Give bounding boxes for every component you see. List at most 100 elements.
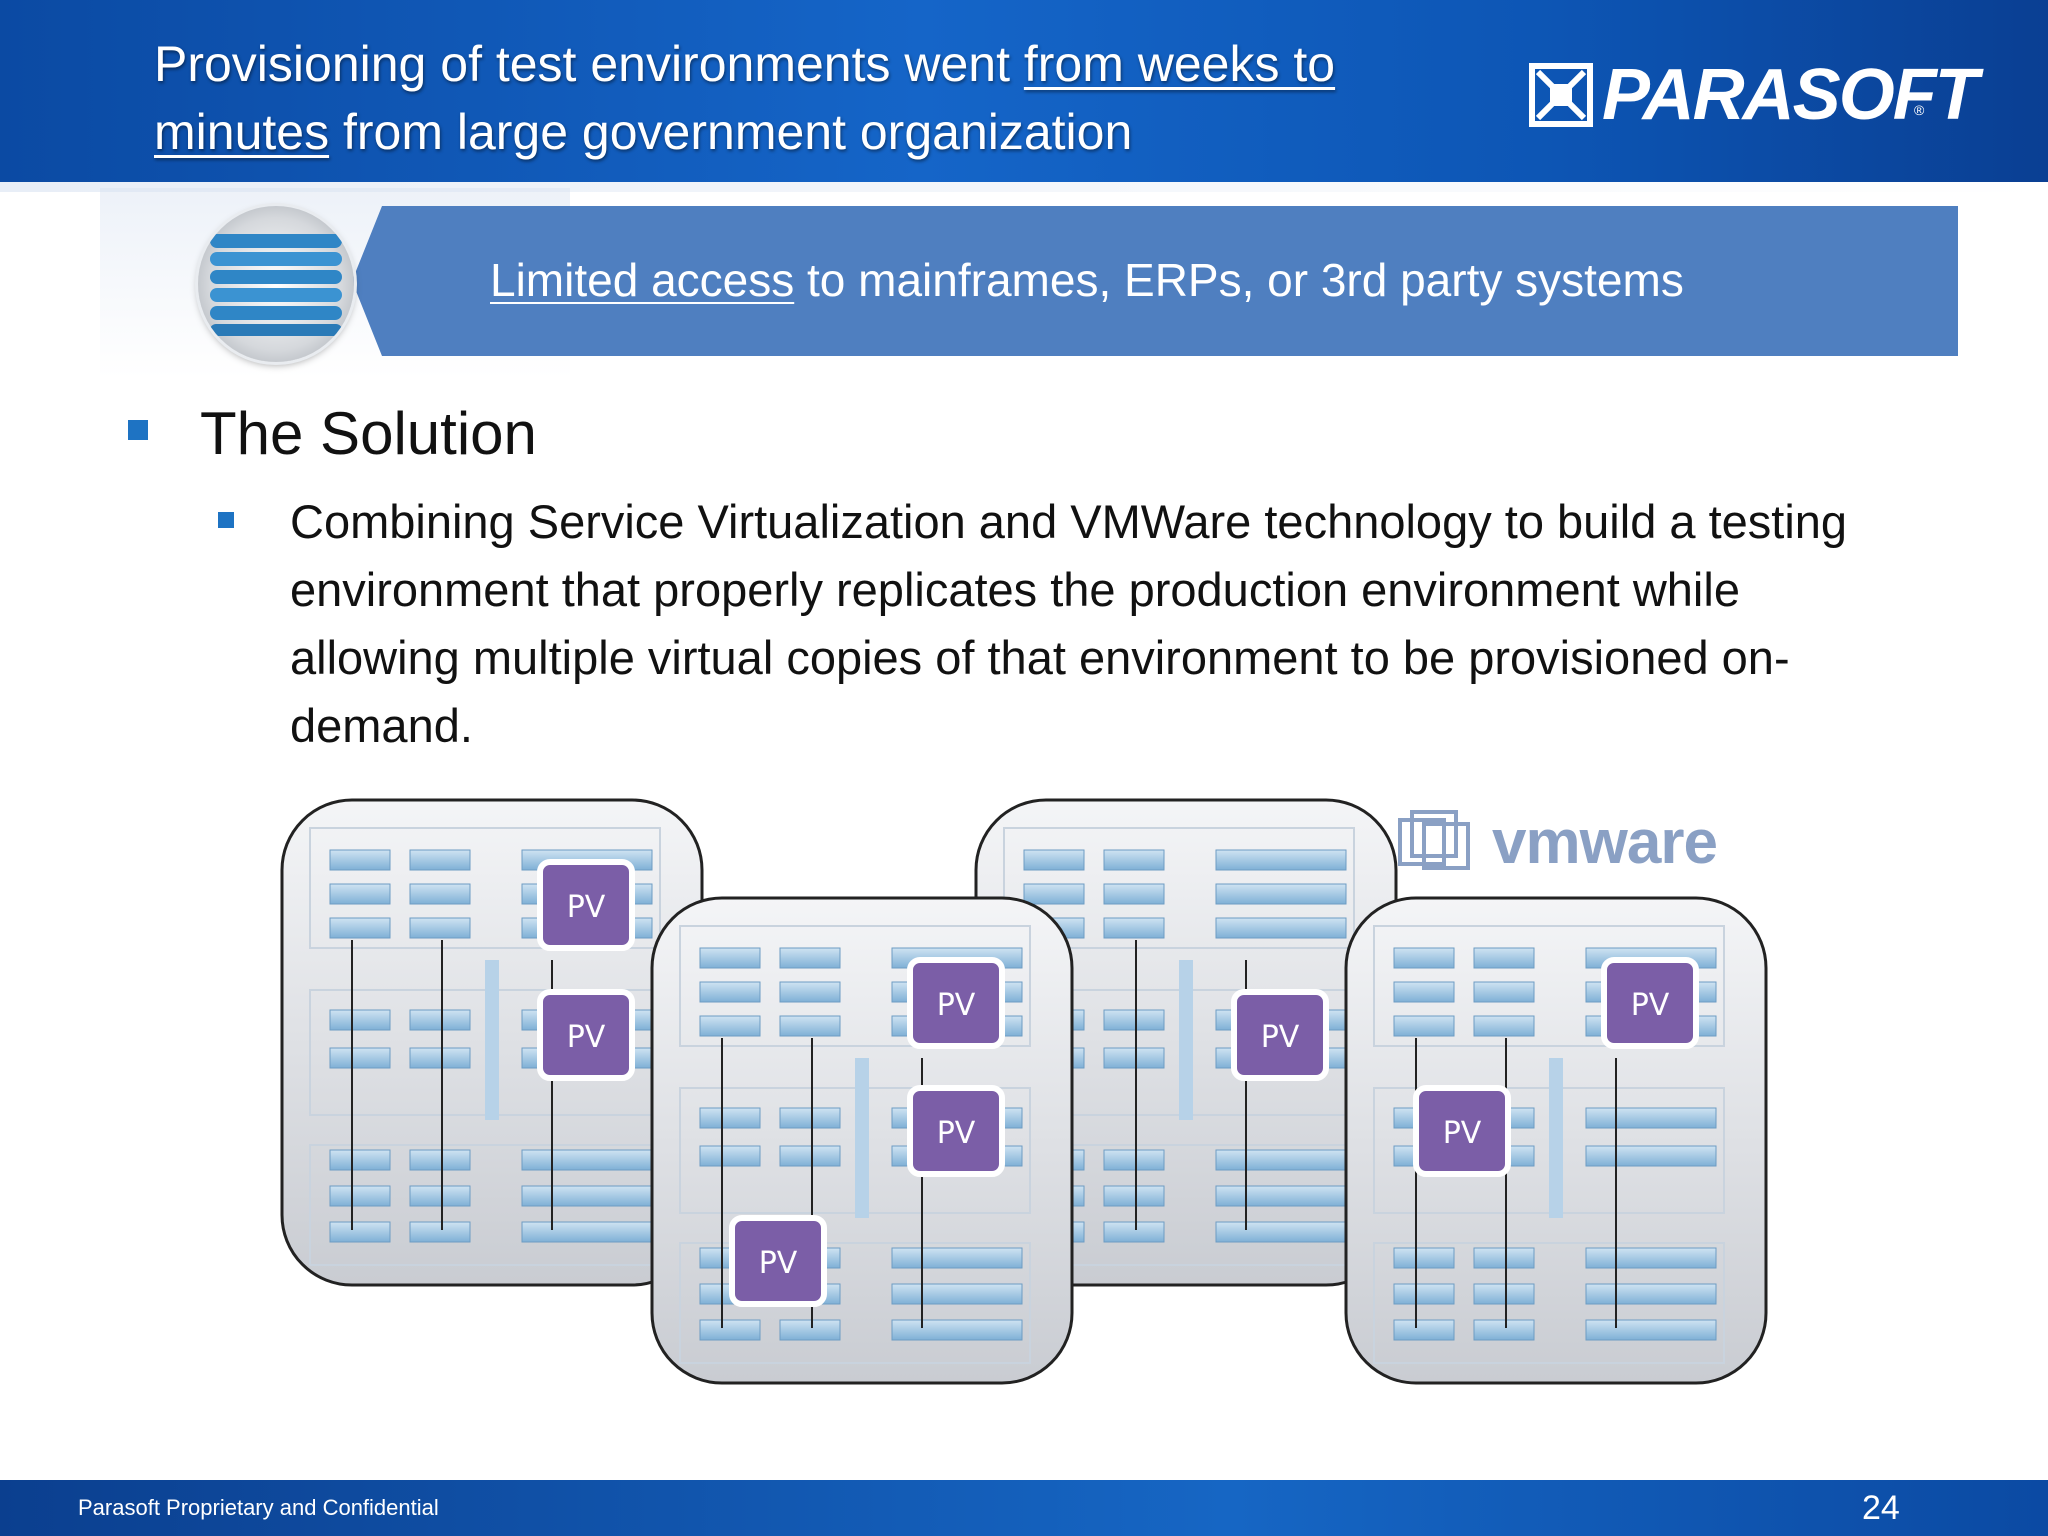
pv-label: PV <box>567 890 606 925</box>
component-box <box>1103 917 1165 939</box>
component-box <box>699 1107 761 1129</box>
header-bar <box>0 0 2048 188</box>
component-box <box>409 1221 471 1243</box>
component-box <box>409 1149 471 1171</box>
pv-label: PV <box>567 1020 606 1055</box>
component-box <box>409 849 471 871</box>
component-box <box>1473 1247 1535 1269</box>
server-panel: PV PV <box>280 798 704 1287</box>
pv-badge <box>907 1085 1005 1177</box>
bullet-square-icon <box>128 420 148 440</box>
component-box <box>1103 1149 1165 1171</box>
component-box <box>329 883 391 905</box>
component-box <box>329 1221 391 1243</box>
logo-text: PARASOFT <box>1602 55 1979 135</box>
parasoft-logo-icon <box>1529 63 1593 127</box>
server-panel: PV PV PV <box>650 896 1074 1385</box>
component-box <box>1393 1247 1455 1269</box>
component-box <box>1393 1283 1455 1305</box>
component-box <box>1215 849 1347 871</box>
component-box <box>1023 883 1085 905</box>
sub-bullet-square-icon <box>218 512 234 528</box>
challenge-banner <box>352 206 1958 356</box>
component-box <box>1473 1283 1535 1305</box>
component-box <box>329 1185 391 1207</box>
pv-label: PV <box>937 988 976 1023</box>
component-box <box>409 1185 471 1207</box>
pv-badge <box>907 957 1005 1049</box>
component-box <box>1473 981 1535 1003</box>
pv-badge <box>537 989 635 1081</box>
component-box <box>891 1319 1023 1341</box>
component-box <box>779 1319 841 1341</box>
pv-badge <box>1413 1085 1511 1177</box>
component-box <box>329 1009 391 1031</box>
component-box <box>1103 849 1165 871</box>
component-box <box>779 1107 841 1129</box>
component-box <box>1473 947 1535 969</box>
component-box <box>699 1015 761 1037</box>
title-underlined: from weeks to minutes <box>154 36 1336 160</box>
component-box <box>699 1145 761 1167</box>
server-panel: PV PV <box>1344 896 1768 1385</box>
disk-stack-icon <box>210 234 342 336</box>
component-box <box>1103 1185 1165 1207</box>
pv-label: PV <box>937 1116 976 1151</box>
component-box <box>521 1221 653 1243</box>
component-box <box>409 917 471 939</box>
page-number: 24 <box>1862 1489 1900 1527</box>
component-box <box>699 1319 761 1341</box>
header-divider <box>0 182 2048 192</box>
pv-badge <box>1601 957 1699 1049</box>
banner-underlined: Limited access <box>490 254 795 306</box>
footer-bar <box>0 1480 2048 1536</box>
component-box <box>521 1185 653 1207</box>
registered-mark: ® <box>1914 102 1925 118</box>
component-box <box>329 917 391 939</box>
solution-heading: The Solution <box>200 400 537 467</box>
component-box <box>521 1149 653 1171</box>
component-box <box>1585 1145 1717 1167</box>
component-box <box>779 981 841 1003</box>
pv-label: PV <box>1631 988 1670 1023</box>
component-box <box>1215 883 1347 905</box>
component-box <box>779 947 841 969</box>
pv-badge <box>729 1215 827 1307</box>
component-box <box>891 1283 1023 1305</box>
component-box <box>329 849 391 871</box>
component-box <box>1393 1319 1455 1341</box>
banner-rest: to mainframes, ERPs, or 3rd party system… <box>794 254 1684 306</box>
component-box <box>1585 1107 1717 1129</box>
component-box <box>779 1145 841 1167</box>
component-box <box>1585 1247 1717 1269</box>
component-box <box>1023 849 1085 871</box>
component-box <box>1473 1319 1535 1341</box>
component-box <box>1103 1047 1165 1069</box>
slide-title: Provisioning of test environments went f… <box>154 30 1454 166</box>
pv-badge <box>537 859 635 951</box>
solution-bullet-text: Combining Service Virtualization and VMW… <box>290 495 1848 752</box>
panel-section <box>1003 827 1355 949</box>
component-box <box>409 1047 471 1069</box>
component-box <box>1393 1015 1455 1037</box>
pv-badge <box>1231 989 1329 1081</box>
component-box <box>1585 1283 1717 1305</box>
component-box <box>1103 883 1165 905</box>
component-box <box>409 883 471 905</box>
footer-confidential: Parasoft Proprietary and Confidential <box>78 1495 439 1520</box>
component-box <box>699 981 761 1003</box>
pv-label: PV <box>1443 1116 1482 1151</box>
component-box <box>699 947 761 969</box>
component-box <box>329 1149 391 1171</box>
component-box <box>409 1009 471 1031</box>
component-box <box>1393 947 1455 969</box>
mainframe-disk-icon <box>198 206 354 362</box>
pv-label: PV <box>759 1246 798 1281</box>
component-box <box>1585 1319 1717 1341</box>
component-box <box>1103 1009 1165 1031</box>
component-box <box>1103 1221 1165 1243</box>
component-box <box>1215 917 1347 939</box>
vmware-logo: vmware <box>1396 800 1736 890</box>
component-box <box>1215 1185 1347 1207</box>
